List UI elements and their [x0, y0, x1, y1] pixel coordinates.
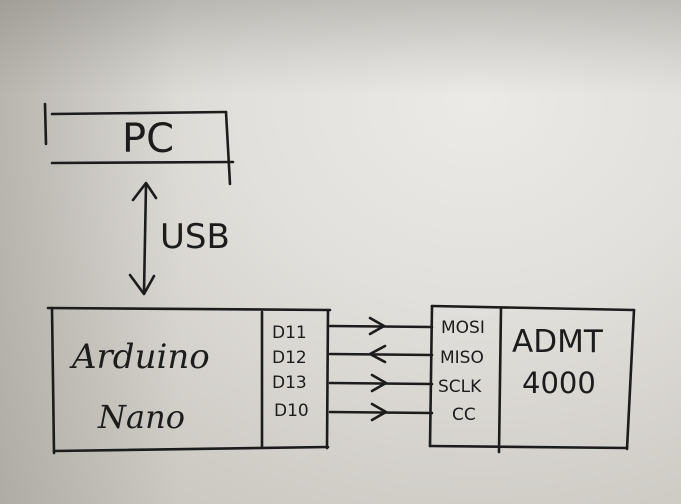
admt-box: MOSI MISO SCLK CC ADMT 4000	[428, 304, 636, 454]
admt-name-line2: 4000	[522, 366, 596, 400]
arduino-pin-d11: D11	[272, 323, 307, 343]
admt-name-line1: ADMT	[512, 324, 604, 360]
paper-shadow-left	[0, 0, 180, 504]
arduino-name-line2: Nano	[97, 398, 185, 436]
arduino-pin-d10: D10	[274, 401, 309, 421]
pc-label: PC	[122, 116, 174, 162]
miso-arrow	[328, 344, 434, 364]
arduino-pin-d12: D12	[272, 348, 307, 368]
admt-pin-mosi: MOSI	[441, 318, 485, 338]
paper-shadow-top	[0, 0, 681, 95]
arduino-pin-d13: D13	[272, 373, 307, 393]
cc-arrow	[328, 402, 434, 422]
admt-pin-miso: MISO	[440, 348, 484, 368]
admt-pin-cc: CC	[452, 405, 476, 425]
pc-box: PC	[43, 102, 235, 186]
mosi-arrow	[328, 316, 434, 336]
signal-lines	[328, 316, 434, 422]
usb-label: USB	[160, 217, 230, 257]
sclk-arrow	[328, 373, 434, 393]
arduino-name-line1: Arduino	[69, 337, 210, 377]
arduino-box: Arduino Nano D11 D12 D13 D10	[46, 306, 332, 455]
admt-pin-sclk: SCLK	[438, 377, 482, 397]
usb-link: USB	[128, 181, 230, 296]
